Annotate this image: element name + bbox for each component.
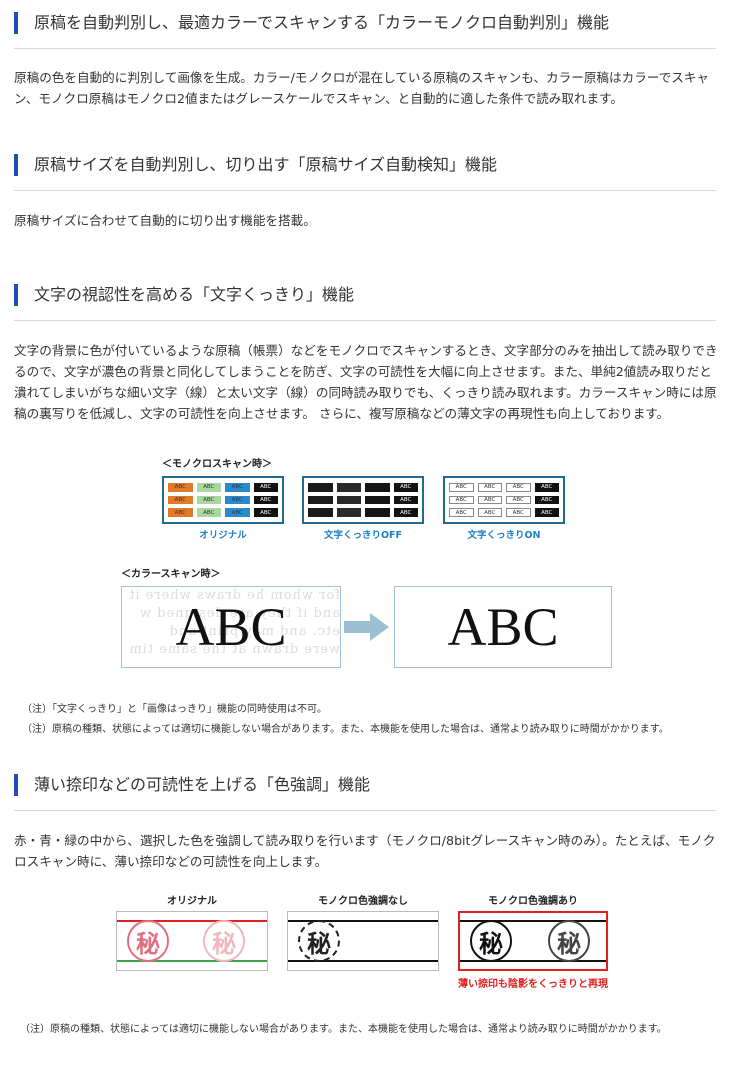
mono-scan-title: ＜モノクロスキャン時＞ xyxy=(162,459,272,470)
table-cell: ABC xyxy=(477,508,502,517)
table-cell: ABC xyxy=(534,508,559,517)
table-cell xyxy=(336,483,361,492)
red-rule xyxy=(117,920,267,922)
stamp-original-image: 秘 秘 xyxy=(116,911,268,971)
note-kukkiri-1: （注）「文字くっきり」と「画像はっきり」機能の同時使用は不可。 xyxy=(22,704,327,715)
mono-label-off: 文字くっきりOFF xyxy=(323,530,403,541)
table-cell xyxy=(365,483,390,492)
faint-seal-icon: 秘 xyxy=(203,920,245,962)
note-emphasis-1: （注）原稿の種類、状態によっては適切に機能しない場合があります。また、本機能を使… xyxy=(20,1024,667,1035)
table-cell xyxy=(365,508,390,517)
arrow-right-icon xyxy=(344,613,389,641)
table-cell: ABC xyxy=(196,508,221,517)
section-heading-moji-kukkiri: 文字の視認性を高める「文字くっきり」機能 xyxy=(14,284,716,306)
black-rule xyxy=(460,920,606,922)
mono-on-panel: ABC ABC ABC ABC ABC ABC ABC ABC ABC ABC … xyxy=(443,476,565,524)
table-cell: ABC xyxy=(449,508,474,517)
mono-label-original: オリジナル xyxy=(199,530,247,541)
table-cell: ABC xyxy=(196,495,221,505)
abc-text: ABC xyxy=(447,597,559,657)
divider xyxy=(14,190,716,191)
table-cell: ABC xyxy=(253,495,278,505)
color-scan-title: ＜カラースキャン時＞ xyxy=(121,569,221,580)
table-cell: ABC xyxy=(393,495,418,505)
table-cell xyxy=(308,483,333,492)
table-cell: ABC xyxy=(393,508,418,517)
section-body-color-mono-auto: 原稿の色を自動的に判別して画像を生成。カラー/モノクロが混在している原稿のスキャ… xyxy=(14,70,710,106)
table-cell: ABC xyxy=(168,483,193,492)
faint-seal-icon: 秘 xyxy=(548,920,590,962)
table-cell: ABC xyxy=(225,483,250,492)
emphasis-label-original: オリジナル xyxy=(167,896,217,907)
table-cell xyxy=(365,495,390,505)
table-cell: ABC xyxy=(393,483,418,492)
mono-label-on: 文字くっきりON xyxy=(467,530,541,541)
color-after-image: ABC xyxy=(394,586,612,668)
table-cell: ABC xyxy=(168,495,193,505)
table-cell: ABC xyxy=(449,495,474,505)
section-body-color-emphasis: 赤・青・緑の中から、選択した色を強調して読み取りを行います（モノクロ/8bitグ… xyxy=(14,833,716,869)
section-body-moji-kukkiri: 文字の背景に色が付いているような原稿（帳票）などをモノクロでスキャンするとき、文… xyxy=(14,343,718,421)
seal-icon: 秘 xyxy=(127,920,169,962)
stamp-with-image: 秘 秘 xyxy=(458,911,608,971)
table-cell xyxy=(308,495,333,505)
divider xyxy=(14,810,716,811)
table-cell: ABC xyxy=(534,495,559,505)
table-cell: ABC xyxy=(253,508,278,517)
seal-icon: 秘 xyxy=(470,920,512,962)
table-cell: ABC xyxy=(168,508,193,517)
green-rule xyxy=(117,960,267,962)
table-cell: ABC xyxy=(534,483,559,492)
table-cell: ABC xyxy=(225,508,250,517)
black-rule xyxy=(288,920,438,922)
note-kukkiri-2: （注）原稿の種類、状態によっては適切に機能しない場合があります。また、本機能を使… xyxy=(22,724,669,735)
table-cell: ABC xyxy=(449,483,474,492)
table-cell: ABC xyxy=(477,495,502,505)
table-cell xyxy=(336,495,361,505)
emphasis-label-with: モノクロ色強調あり xyxy=(488,896,578,907)
seal-icon: 秘 xyxy=(298,920,340,962)
table-cell: ABC xyxy=(506,508,531,517)
color-before-image: for whom he draws where it ty and if the… xyxy=(121,586,341,668)
section-heading-size-detect: 原稿サイズを自動判別し、切り出す「原稿サイズ自動検知」機能 xyxy=(14,154,716,176)
table-cell xyxy=(308,508,333,517)
table-cell xyxy=(336,508,361,517)
stamp-without-image: 秘 xyxy=(287,911,439,971)
section-heading-color-mono-auto: 原稿を自動判別し、最適カラーでスキャンする「カラーモノクロ自動判別」機能 xyxy=(14,12,716,34)
black-rule xyxy=(460,960,606,962)
divider xyxy=(14,48,716,49)
section-heading-color-emphasis: 薄い捺印などの可読性を上げる「色強調」機能 xyxy=(14,774,716,796)
emphasis-label-without: モノクロ色強調なし xyxy=(318,896,408,907)
black-rule xyxy=(288,960,438,962)
table-cell: ABC xyxy=(196,483,221,492)
mono-original-panel: ABC ABC ABC ABC ABC ABC ABC ABC ABC ABC … xyxy=(162,476,284,524)
mono-off-panel: ABC ABC ABC xyxy=(302,476,424,524)
section-body-size-detect: 原稿サイズに合わせて自動的に切り出す機能を搭載。 xyxy=(14,213,316,228)
emphasis-caption: 薄い捺印も陰影をくっきりと再現 xyxy=(458,979,608,990)
table-cell: ABC xyxy=(506,495,531,505)
abc-text: ABC xyxy=(175,597,287,657)
table-cell: ABC xyxy=(225,495,250,505)
divider xyxy=(14,320,716,321)
table-cell: ABC xyxy=(477,483,502,492)
table-cell: ABC xyxy=(506,483,531,492)
table-cell: ABC xyxy=(253,483,278,492)
